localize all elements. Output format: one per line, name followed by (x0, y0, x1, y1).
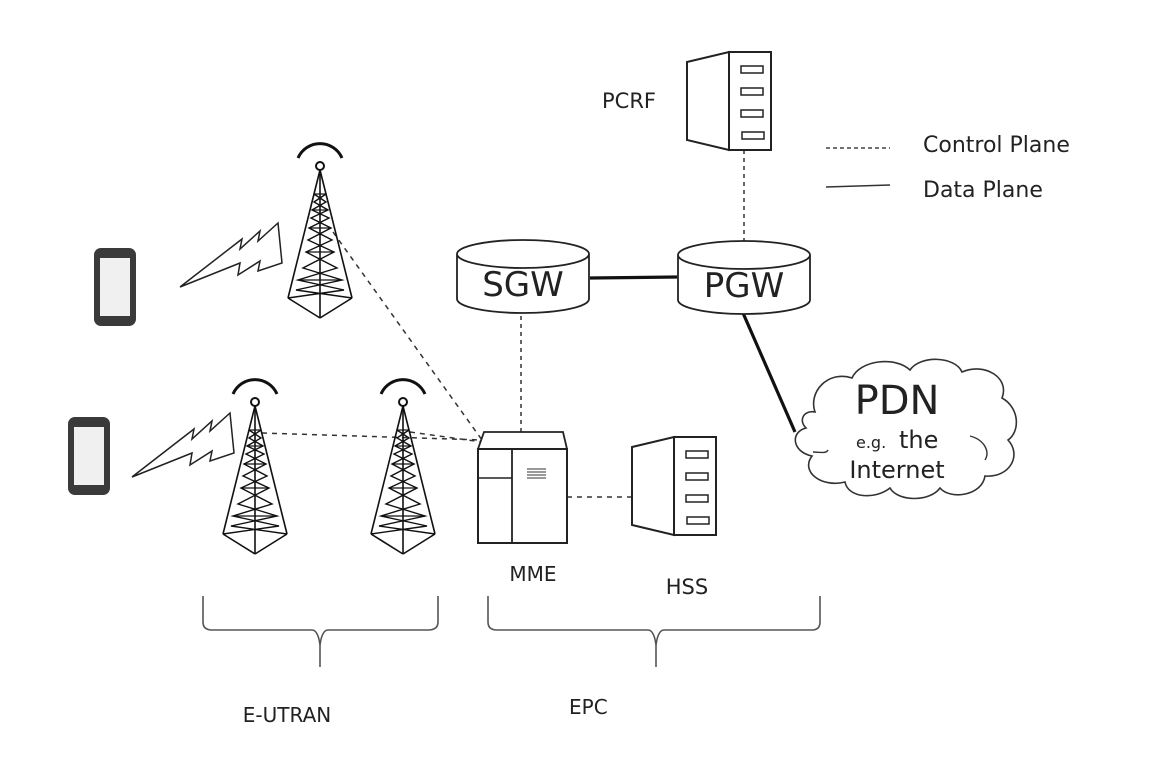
pgw-cylinder-icon (677, 240, 811, 315)
hss-node: HSS (631, 436, 717, 599)
pgw-label: PGW (704, 266, 784, 306)
phone-icon (94, 248, 136, 326)
sgw-label: SGW (482, 265, 564, 305)
enodeb-tower-icon (369, 378, 437, 556)
ue-1 (94, 248, 136, 326)
phone-icon (68, 417, 110, 495)
pcrf-node: PCRF (602, 51, 772, 151)
legend: Control Plane Data Plane (825, 133, 1070, 203)
pdn-eg-label: e.g. (856, 433, 886, 452)
hss-server-icon (631, 436, 717, 536)
pgw-node: PGW (677, 240, 811, 315)
eutran-group: E-UTRAN (202, 596, 439, 727)
legend-data-plane-label: Data Plane (923, 178, 1043, 203)
radio-link-icon (179, 222, 283, 288)
enodeb-tower-icon (286, 142, 354, 320)
pdn-cloud-icon (794, 358, 1018, 500)
ue-2 (68, 417, 110, 495)
pdn-the-label: the (899, 426, 938, 454)
link-enb2-mme (261, 432, 483, 441)
epc-bracket (487, 596, 821, 667)
radio-link-icon (131, 412, 235, 478)
pcrf-label: PCRF (602, 89, 656, 113)
pdn-title: PDN (855, 378, 940, 424)
hss-label: HSS (666, 575, 708, 599)
eutran-label: E-UTRAN (243, 703, 331, 727)
connections (261, 150, 797, 498)
sgw-node: SGW (456, 239, 590, 314)
link-pgw-pdn (741, 312, 797, 433)
mme-label: MME (509, 562, 556, 586)
enodeb-tower-icon (221, 378, 289, 556)
pdn-node: PDN e.g. the Internet (794, 358, 1018, 500)
link-sgw-pgw (589, 275, 678, 280)
epc-group: EPC (487, 596, 821, 719)
pcrf-server-icon (686, 51, 772, 151)
mme-node: MME (476, 431, 569, 586)
link-enb3-mme (409, 431, 483, 443)
legend-control-plane-label: Control Plane (923, 133, 1070, 158)
sgw-cylinder-icon (456, 239, 590, 314)
pdn-internet-label: Internet (849, 456, 944, 484)
mme-server-icon (476, 431, 569, 544)
eutran-bracket (202, 596, 439, 667)
link-enb1-mme (332, 231, 483, 441)
epc-label: EPC (569, 695, 608, 719)
legend-data-plane-swatch (825, 184, 891, 188)
